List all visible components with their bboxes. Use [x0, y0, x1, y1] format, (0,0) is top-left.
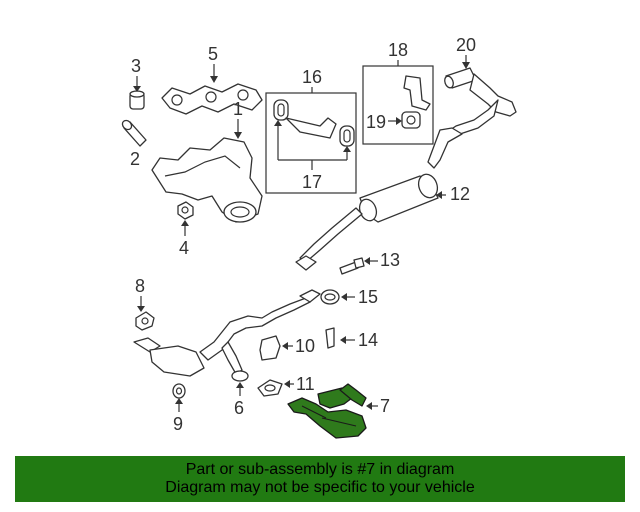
- callout-7[interactable]: 7: [380, 396, 390, 416]
- banner-line-2: Diagram may not be specific to your vehi…: [165, 479, 475, 496]
- callout-17[interactable]: 17: [302, 172, 322, 192]
- callout-11[interactable]: 11: [296, 374, 315, 394]
- callout-12[interactable]: 12: [450, 184, 470, 204]
- part-10-bracket[interactable]: [259, 335, 281, 361]
- callout-20[interactable]: 20: [456, 35, 476, 55]
- part-13-bolt[interactable]: [339, 257, 365, 275]
- callout-13[interactable]: 13: [380, 250, 400, 270]
- part-2-tube[interactable]: [121, 119, 147, 147]
- part-8-stud[interactable]: [135, 311, 155, 331]
- info-banner: Part or sub-assembly is #7 in diagram Di…: [15, 456, 625, 502]
- part-19-isolator[interactable]: [401, 111, 421, 129]
- callout-14[interactable]: 14: [358, 330, 378, 350]
- exhaust-parts-diagram: 3 2 5 1 4 16: [121, 35, 517, 439]
- callout-3[interactable]: 3: [131, 56, 141, 76]
- callout-18[interactable]: 18: [388, 40, 408, 60]
- callout-15[interactable]: 15: [358, 287, 378, 307]
- callout-5[interactable]: 5: [208, 44, 218, 64]
- part-16-hanger-box[interactable]: [265, 92, 357, 194]
- part-4-nut[interactable]: [177, 201, 194, 220]
- callout-2[interactable]: 2: [130, 149, 140, 169]
- part-1-exhaust-manifold[interactable]: [151, 137, 263, 223]
- callout-6[interactable]: 6: [234, 398, 244, 418]
- part-5-manifold-gasket[interactable]: [161, 83, 263, 115]
- callout-16[interactable]: 16: [302, 67, 322, 87]
- callout-1[interactable]: 1: [233, 99, 243, 119]
- callout-8[interactable]: 8: [135, 276, 145, 296]
- callout-4[interactable]: 4: [179, 238, 189, 258]
- banner-line-1: Part or sub-assembly is #7 in diagram: [185, 461, 455, 478]
- callout-9[interactable]: 9: [173, 414, 183, 434]
- callout-10[interactable]: 10: [295, 336, 315, 356]
- part-12-muffler[interactable]: [295, 127, 463, 271]
- part-7-catalytic-converter[interactable]: [287, 383, 367, 439]
- part-3-bushing[interactable]: [129, 90, 145, 110]
- part-15-gasket[interactable]: [320, 289, 340, 305]
- part-18-bracket[interactable]: [403, 75, 431, 111]
- part-11-gasket[interactable]: [257, 379, 283, 397]
- part-20-tailpipe[interactable]: [443, 67, 517, 135]
- part-14-clip[interactable]: [325, 327, 335, 349]
- part-9-washer[interactable]: [172, 383, 186, 399]
- part-16-hanger-bracket[interactable]: [273, 99, 355, 147]
- front-pipe-assembly[interactable]: [133, 289, 321, 382]
- callout-19[interactable]: 19: [366, 112, 386, 132]
